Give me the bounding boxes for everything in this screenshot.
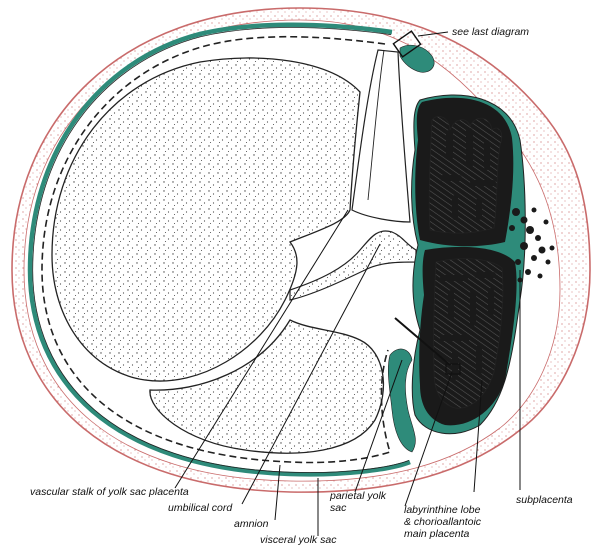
label-labyrinthine-lobe: labyrinthine lobe & chorioallantoic main…	[404, 504, 481, 540]
label-see-last-diagram: see last diagram	[452, 26, 530, 38]
label-labyrinthine-line2: & chorioallantoic	[404, 516, 482, 528]
detail-box-bottom	[445, 363, 461, 375]
leader-lines	[174, 31, 521, 536]
label-vascular-stalk: vascular stalk of yolk sac placenta	[30, 486, 189, 498]
parietal-yolk-sac-layer	[27, 22, 411, 477]
label-parietal-yolk-sac-line2: sac	[330, 502, 347, 514]
label-labyrinthine-line1: labyrinthine lobe	[404, 504, 481, 516]
label-umbilical-cord: umbilical cord	[168, 502, 233, 514]
label-parietal-yolk-sac-line1: parietal yolk	[330, 490, 387, 502]
villi-lower	[440, 272, 496, 380]
label-parietal-yolk-sac: parietal yolk sac	[330, 490, 386, 514]
labyrinth-upper	[428, 116, 503, 234]
label-labyrinthine-line3: main placenta	[404, 528, 470, 540]
label-visceral-yolk-sac: visceral yolk sac	[260, 534, 337, 546]
label-amnion: amnion	[234, 518, 269, 530]
vascular-stalk	[351, 49, 411, 223]
label-subplacenta: subplacenta	[516, 494, 573, 506]
detail-box-top	[392, 30, 422, 58]
dashed-membrane	[41, 35, 392, 464]
yolk-sac-villi-bottom	[388, 348, 416, 453]
fetus-lower	[149, 319, 385, 454]
villi-upper	[440, 128, 496, 220]
fetus-upper	[51, 57, 361, 382]
umbilical-cord	[289, 230, 417, 301]
